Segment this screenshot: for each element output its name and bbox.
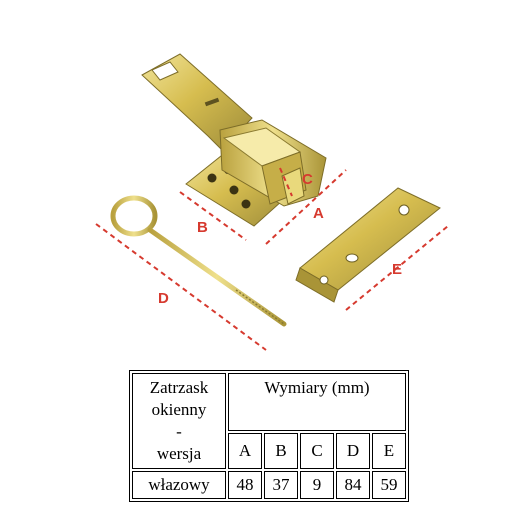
dimension-label-c: C	[302, 171, 313, 188]
dimensions-table: Zatrzask okienny - wersja Wymiary (mm) A…	[129, 370, 409, 502]
column-header-b: B	[264, 433, 298, 469]
table-row: włazowy 48 37 9 84 59	[132, 471, 406, 499]
product-name-line: Zatrzask	[149, 378, 209, 397]
dimensions-header: Wymiary (mm)	[228, 373, 406, 431]
dimension-label-a: A	[313, 205, 324, 222]
product-name-line: -	[176, 422, 182, 441]
value-b: 37	[264, 471, 298, 499]
value-e: 59	[372, 471, 406, 499]
dimension-label-b: B	[197, 219, 208, 236]
value-d: 84	[336, 471, 370, 499]
catch-plate	[295, 187, 441, 303]
value-a: 48	[228, 471, 262, 499]
variant-name: włazowy	[132, 471, 226, 499]
column-header-a: A	[228, 433, 262, 469]
dimension-line-a	[265, 169, 347, 245]
value-c: 9	[300, 471, 334, 499]
dimension-line-b	[179, 191, 247, 241]
dimension-label-d: D	[158, 290, 169, 307]
product-name-line: wersja	[156, 444, 202, 463]
dimension-label-e: E	[392, 261, 402, 278]
column-header-c: C	[300, 433, 334, 469]
product-name-header: Zatrzask okienny - wersja	[132, 373, 226, 469]
column-header-d: D	[336, 433, 370, 469]
column-header-e: E	[372, 433, 406, 469]
dimension-line-e	[345, 225, 449, 311]
dimension-line-d	[95, 223, 267, 351]
latch-body	[141, 53, 327, 227]
product-name-line: okienny	[151, 400, 207, 419]
product-illustration: A B C D E	[95, 53, 449, 351]
locking-pin	[110, 195, 287, 327]
